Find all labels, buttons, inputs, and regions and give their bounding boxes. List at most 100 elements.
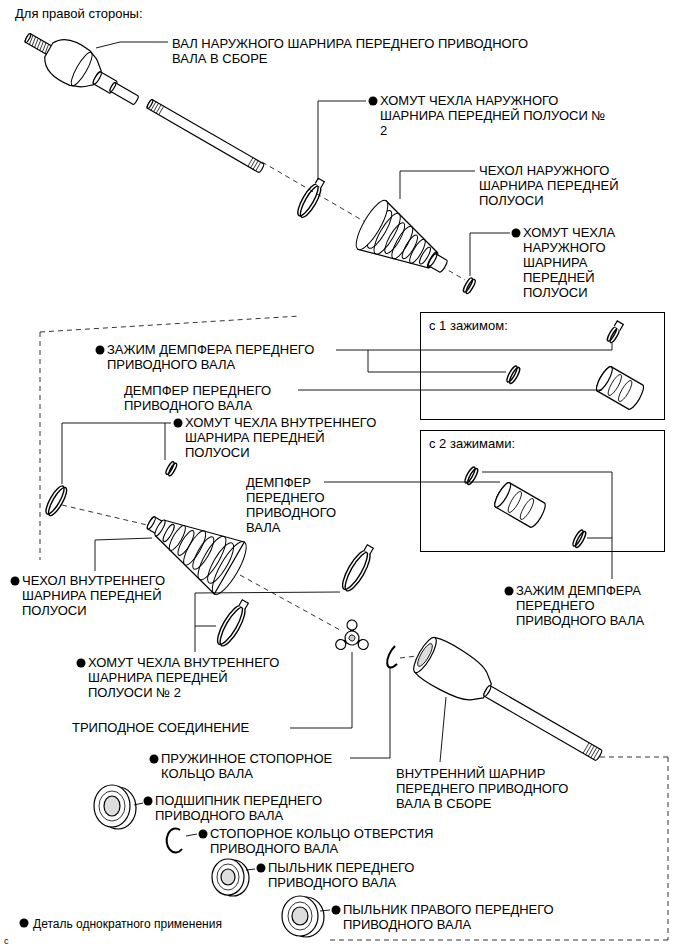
snap-ring — [387, 646, 397, 667]
inner-boot-clamp-band — [165, 461, 176, 475]
damper-clip — [571, 529, 587, 549]
housing-bore — [415, 642, 435, 669]
leader-line — [195, 626, 216, 627]
damper-groove — [616, 379, 634, 403]
construction-line — [240, 575, 340, 630]
outer-boot-fold — [381, 220, 408, 256]
boot-neck-face — [427, 253, 438, 267]
leader-line — [440, 697, 446, 762]
inner-boot-clamp-band — [43, 484, 67, 517]
leader-line — [195, 592, 340, 652]
inner-boot-fold — [153, 519, 167, 537]
leader-line — [96, 42, 168, 48]
legend-dot — [20, 919, 29, 928]
leader-line — [324, 482, 500, 483]
leader-line — [320, 910, 330, 911]
outer-boot-clamp-2 — [294, 177, 327, 220]
outer-boot-clamp-2-tab — [315, 178, 325, 188]
leader-line — [95, 538, 152, 571]
housing-face — [410, 635, 440, 676]
part-label: ВАЛ НАРУЖНОГО ШАРНИРА ПЕРЕДНЕГО ПРИВОДНО… — [172, 36, 557, 66]
spline-line — [591, 747, 597, 757]
part-label: ЧЕХОЛ НАРУЖНОГО ШАРНИРА ПЕРЕДНЕЙ ПОЛУОСИ — [479, 163, 634, 208]
spline-line — [588, 746, 594, 756]
part-label: ХОМУТ ЧЕХЛА НАРУЖНОГО ШАРНИРА ПЕРЕДНЕЙ П… — [380, 93, 615, 138]
construction-line — [62, 505, 160, 528]
bearing-race — [99, 791, 125, 821]
legend-dot — [17, 917, 29, 929]
spline-line — [593, 749, 599, 759]
inner-boot-clamp — [165, 461, 178, 477]
leader-line — [400, 171, 475, 199]
damper-body-face — [492, 481, 513, 509]
single-use-dot — [77, 659, 86, 668]
damper-clip — [505, 365, 521, 385]
bearing-face — [94, 785, 130, 827]
outer-boot-clamp-band — [462, 277, 474, 293]
construction-line — [262, 162, 465, 280]
leader-line — [134, 803, 143, 805]
damper-groove — [606, 373, 624, 397]
leader-line — [318, 101, 366, 180]
seal-bore — [292, 907, 308, 925]
damper-clip — [606, 321, 624, 344]
variant-heading: с 1 зажимом: — [421, 313, 516, 338]
joint-housing — [414, 635, 499, 710]
seal-lip — [288, 902, 312, 930]
tripod-hub — [342, 628, 361, 647]
inner-boot-fold — [203, 540, 238, 587]
tripod-joint — [334, 618, 376, 661]
part-label: ПЫЛЬНИК ПРАВОГО ПЕРЕДНЕГО ПРИВОДНОГО ВАЛ… — [343, 902, 583, 932]
spline-line — [586, 744, 592, 754]
leader-line — [186, 834, 197, 836]
construction-line — [600, 757, 668, 758]
damper — [492, 481, 548, 529]
damper-groove — [518, 497, 536, 521]
inner-boot-clamp-2-band — [338, 548, 371, 593]
joint-neck-face — [92, 71, 103, 85]
shaft-body — [146, 99, 264, 173]
seal-face — [282, 896, 318, 936]
part-label: ТРИПОДНОЕ СОЕДИНЕНИЕ — [72, 720, 249, 735]
single-use-dot — [174, 419, 183, 428]
tripod-roller — [345, 618, 359, 632]
inner-boot-clamp-2-band — [213, 603, 246, 648]
damper-groove — [506, 490, 524, 514]
damper-body — [492, 481, 548, 529]
leader-line — [336, 343, 612, 350]
single-use-dot — [512, 229, 521, 238]
seal-bore — [221, 869, 235, 885]
outer-boot-clamp-2-band — [294, 182, 321, 219]
single-use-dot — [332, 906, 341, 915]
single-use-dot — [96, 346, 105, 355]
damper — [594, 365, 646, 411]
single-use-dot — [199, 830, 208, 839]
inner-boot-clamp — [43, 484, 70, 518]
variant-box: с 2 зажимами: — [420, 430, 665, 552]
outer-boot — [351, 197, 459, 292]
part-label: ЗАЖИМ ДЕМПФЕРА ПЕРЕДНЕГО ПРИВОДНОГО ВАЛА — [516, 583, 661, 628]
leader-line — [62, 423, 171, 484]
leader-line — [246, 869, 255, 870]
damper-clip-band — [505, 365, 519, 383]
leader-line — [482, 472, 612, 579]
single-use-dot — [144, 797, 153, 806]
single-use-dot — [369, 97, 378, 106]
variant-heading: с 2 зажимами: — [421, 431, 523, 456]
legend-row: Деталь однократного применения — [17, 917, 222, 932]
damper-clip — [463, 466, 479, 486]
damper-clip-band — [606, 326, 618, 342]
spline-line — [159, 106, 164, 115]
boot-neck — [427, 253, 448, 273]
single-use-dot — [505, 587, 514, 596]
figure-code: c — [4, 936, 9, 947]
tripod-bore — [348, 634, 356, 642]
construction-line — [40, 332, 41, 560]
diagram-title: Для правой стороны: — [15, 6, 143, 21]
inner-boot-fold — [166, 524, 188, 553]
outer-joint — [16, 19, 147, 118]
part-label: ПОДШИПНИК ПЕРЕДНЕГО ПРИВОДНОГО ВАЛА — [155, 793, 350, 823]
part-label: ДЕМПФЕР ПЕРЕДНЕГО ПРИВОДНОГО ВАЛА — [124, 383, 289, 413]
part-label: ЧЕХОЛ ВНУТРЕННЕГО ШАРНИРА ПЕРЕДНЕЙ ПОЛУО… — [22, 573, 187, 618]
